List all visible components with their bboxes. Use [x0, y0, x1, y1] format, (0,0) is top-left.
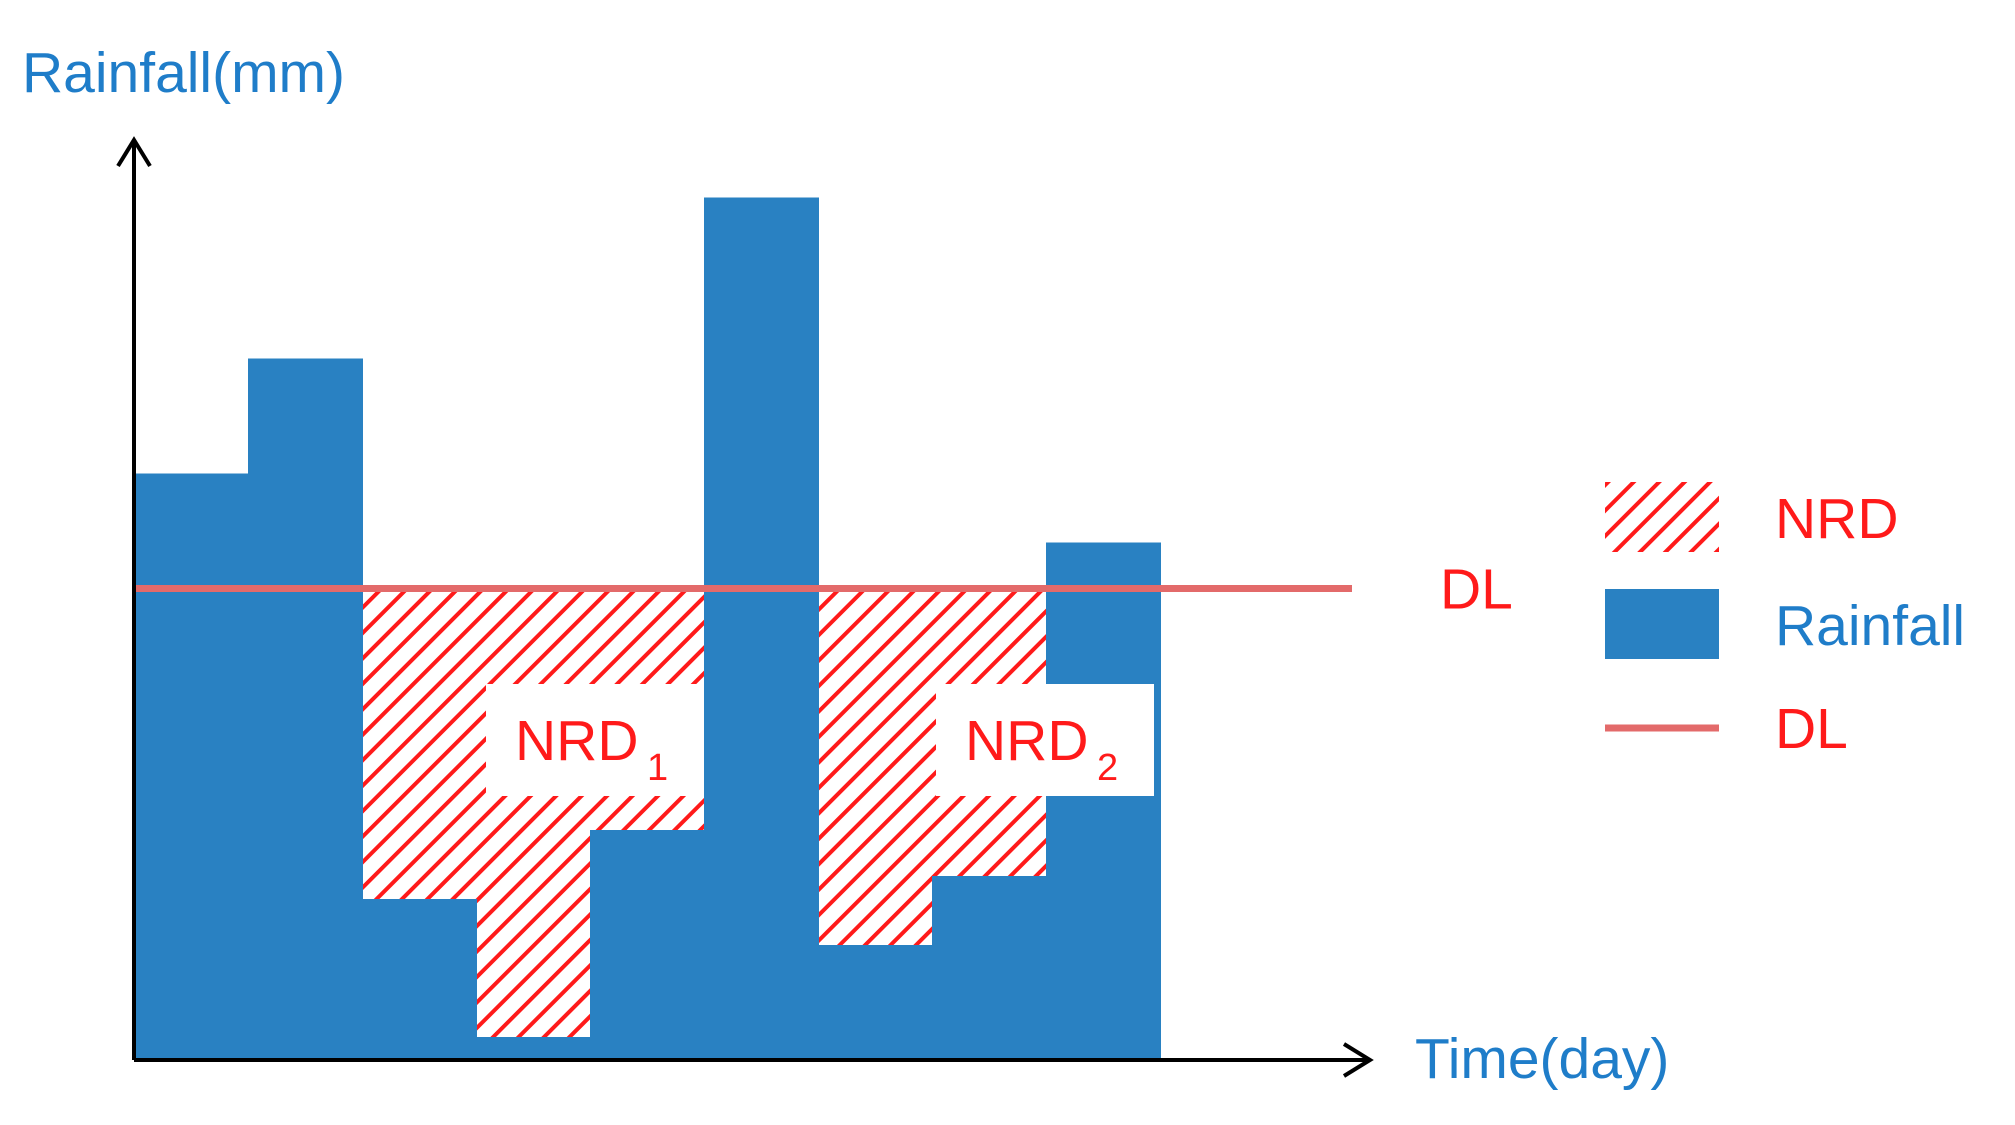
legend-label-dl: DL	[1775, 697, 1848, 761]
rainfall-bar	[704, 197, 819, 1060]
legend-label-rainfall: Rainfall	[1775, 594, 1965, 658]
rainfall-bar	[134, 473, 249, 1060]
nrd-hatch-segment	[818, 588, 933, 945]
dl-line-label: DL	[1440, 558, 1513, 622]
bar-layer	[134, 197, 1161, 1060]
dl-layer: DL	[134, 558, 1513, 622]
y-axis-arrow-icon	[116, 136, 152, 168]
rainfall-bar	[818, 945, 933, 1060]
nrd-region-subscript: 1	[647, 747, 668, 789]
rainfall-bar	[590, 830, 705, 1060]
nrd-hatch-segment	[362, 588, 477, 899]
rainfall-bar	[476, 1037, 591, 1060]
rainfall-bar	[248, 358, 363, 1060]
x-axis-title: Time(day)	[1415, 1027, 1669, 1091]
axis-layer	[116, 136, 1374, 1078]
rainfall-bar	[362, 899, 477, 1060]
nrd-label-box	[936, 684, 1154, 796]
x-axis-arrow-icon	[1342, 1042, 1374, 1078]
nrd-region-label: NRD	[965, 709, 1089, 773]
nrd-region-subscript: 2	[1097, 747, 1118, 789]
legend-nrd-swatch	[1605, 482, 1719, 552]
y-axis-title: Rainfall(mm)	[22, 41, 345, 105]
rainfall-bar	[1046, 542, 1161, 1060]
rainfall-bar	[932, 876, 1047, 1060]
nrd-hatch-segment	[476, 588, 591, 1037]
nrd-label-box	[486, 684, 704, 796]
nrd-region-label: NRD	[515, 709, 639, 773]
legend-rainfall-swatch	[1605, 589, 1719, 659]
legend-label-nrd: NRD	[1775, 487, 1899, 551]
